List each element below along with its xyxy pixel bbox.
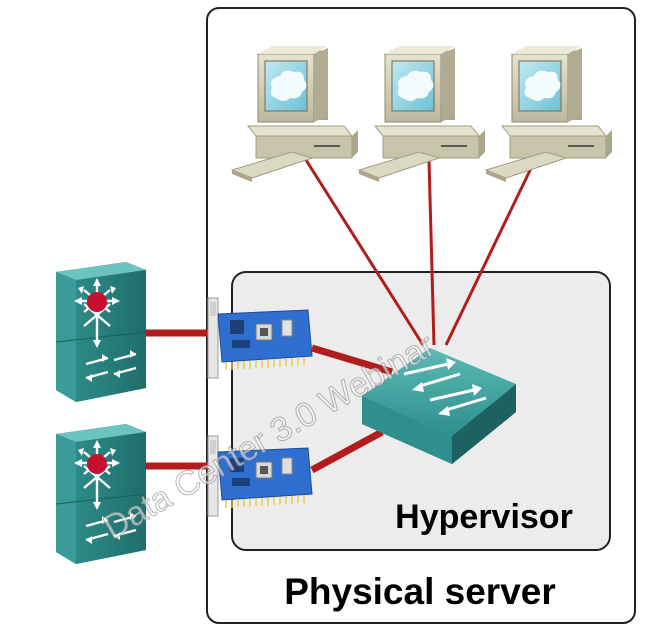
- vm-link-3: [444, 161, 536, 346]
- vm-links: [304, 159, 536, 346]
- vm-link-2: [427, 159, 436, 346]
- physical-server-label: Physical server: [284, 571, 556, 612]
- nic-links: [310, 344, 394, 474]
- uplink-links: [140, 329, 210, 470]
- nic-link-2: [310, 428, 384, 474]
- nic-link-1: [310, 344, 394, 376]
- vm-link-1: [304, 159, 425, 346]
- layer3-switch-icon: [54, 260, 148, 404]
- hypervisor-label: Hypervisor: [395, 498, 573, 536]
- virtual-switch-icon: [362, 348, 516, 464]
